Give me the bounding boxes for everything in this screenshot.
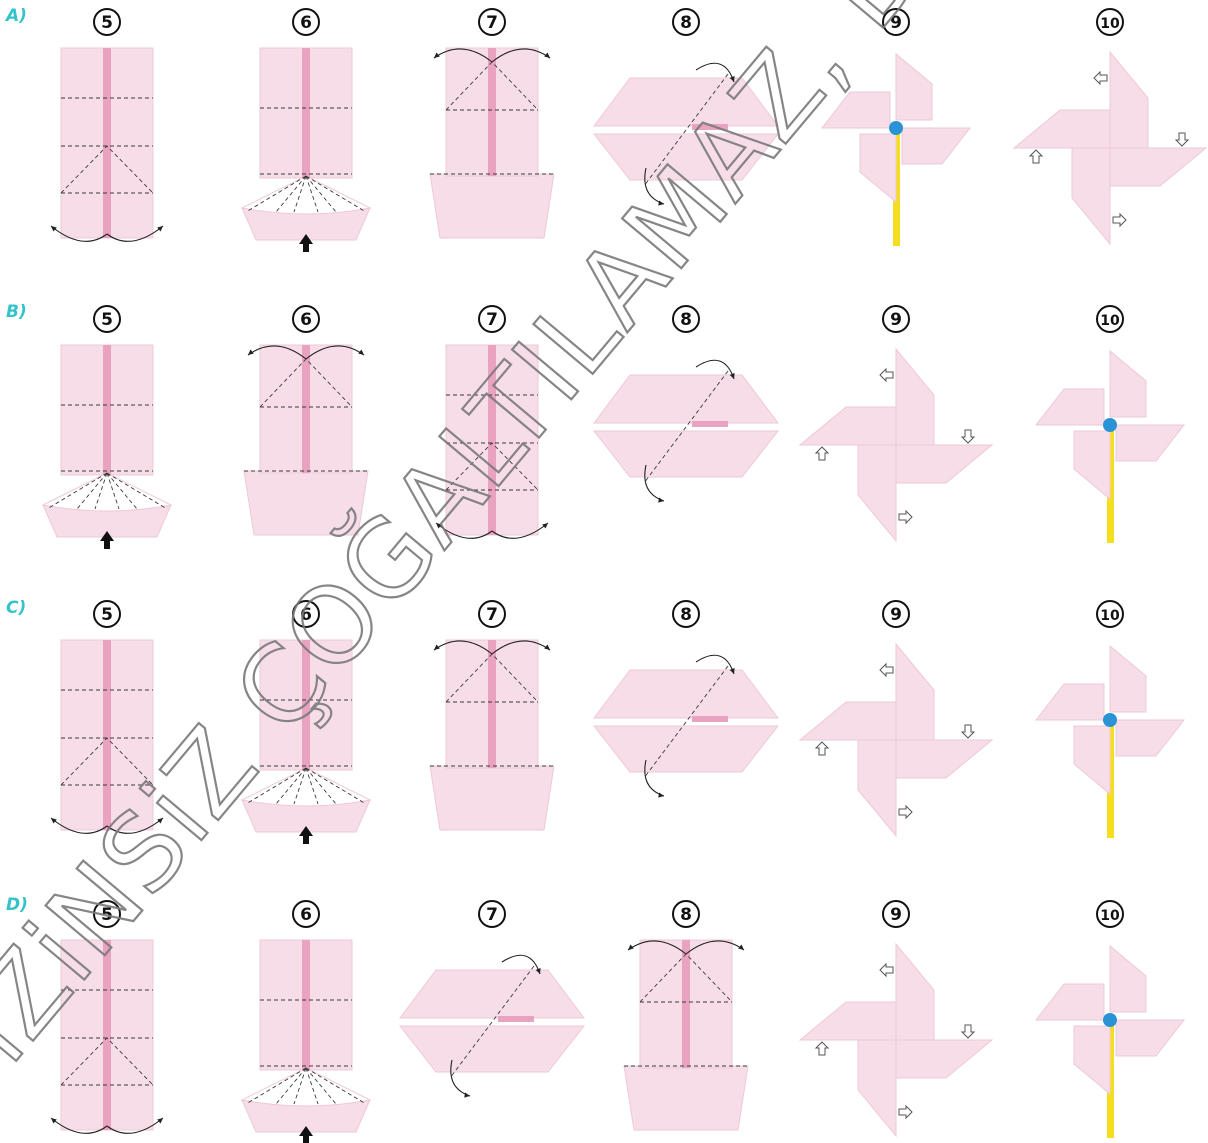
step-number-badge: 7 [479,901,505,927]
option-2-step-3: 8 [594,601,778,798]
step-number-badge: 8 [673,901,699,927]
option-0-step-4: 9 [822,9,970,246]
step-number: 10 [1100,16,1120,32]
option-0-step-3: 8 [594,9,778,206]
option-2-step-2: 7 [430,601,554,830]
step-number-badge: 8 [673,9,699,35]
squash-fold-base-icon [242,940,370,1143]
step-number: 7 [486,605,498,625]
step-number-badge: 5 [94,901,120,927]
step-number: 5 [101,905,113,925]
step-number-badge: 9 [883,901,909,927]
squash-fold-base-icon [242,640,370,844]
pinwheel-with-stick-icon [822,54,970,246]
step-number-badge: 10 [1097,601,1123,627]
option-1-step-2: 7 [436,306,548,538]
step-number: 9 [890,310,902,330]
step-number: 6 [300,605,312,625]
option-1-step-4: 9 [800,306,992,541]
step-number-badge: 5 [94,9,120,35]
step-number-badge: 6 [293,9,319,35]
step-number: 9 [890,605,902,625]
option-2-step-0: 5 [51,601,163,833]
step-number: 8 [680,605,692,625]
option-0-step-0: 5 [51,9,163,241]
step-number-badge: 5 [94,306,120,332]
pinwheel-flat-arrows-icon [800,644,992,836]
step-number: 6 [300,905,312,925]
option-1-step-3: 8 [594,306,778,503]
option-1-step-0: 5 [43,306,171,549]
step-number: 7 [486,905,498,925]
tall-panel-top-folds-icon [244,345,368,535]
step-number: 8 [680,310,692,330]
step-number-badge: 5 [94,601,120,627]
option-2-step-4: 9 [800,601,992,836]
pinwheel-with-stick-icon [1036,646,1184,838]
tall-panel-bottom-folds-icon [51,940,163,1133]
step-number-badge: 6 [293,306,319,332]
option-0-step-2: 7 [430,9,554,238]
step-number: 5 [101,605,113,625]
step-number-badge: 10 [1097,9,1123,35]
tall-panel-top-folds-icon [624,940,748,1130]
step-number: 6 [300,310,312,330]
pinwheel-flat-arrows-icon [800,944,992,1136]
pinwheel-flat-arrows-icon [800,349,992,541]
option-3-step-1: 6 [242,901,370,1143]
pinwheel-flat-arrows-icon [1014,52,1206,244]
tall-panel-top-folds-icon [430,640,554,830]
tall-panel-bottom-folds-icon [51,48,163,241]
option-2-step-5: 10 [1036,601,1184,838]
diamond-diagonal-fold-icon [594,360,778,502]
step-number-badge: 7 [479,9,505,35]
step-number-badge: 6 [293,601,319,627]
step-number: 9 [890,905,902,925]
diamond-diagonal-fold-icon [594,63,778,205]
tall-panel-top-folds-icon [430,48,554,238]
step-number: 10 [1100,908,1120,924]
diamond-diagonal-fold-icon [594,655,778,797]
step-number-badge: 8 [673,306,699,332]
step-number-badge: 10 [1097,306,1123,332]
step-number: 7 [486,310,498,330]
option-3-step-5: 10 [1036,901,1184,1138]
step-number: 8 [680,905,692,925]
step-number-badge: 7 [479,601,505,627]
tall-panel-bottom-folds-icon [51,640,163,833]
step-number-badge: 9 [883,306,909,332]
step-number: 9 [890,13,902,33]
option-0-step-1: 6 [242,9,370,252]
step-number-badge: 8 [673,601,699,627]
step-number-badge: 7 [479,306,505,332]
step-number-badge: 9 [883,9,909,35]
step-number: 10 [1100,608,1120,624]
squash-fold-base-icon [242,48,370,252]
option-0-step-5: 10 [1014,9,1206,244]
step-number: 7 [486,13,498,33]
squash-fold-base-icon [43,345,171,549]
step-number: 8 [680,13,692,33]
step-number-badge: 9 [883,601,909,627]
step-number: 5 [101,310,113,330]
option-1-step-5: 10 [1036,306,1184,543]
tall-panel-bottom-folds-icon [436,345,548,538]
step-number-badge: 6 [293,901,319,927]
option-3-step-2: 7 [400,901,584,1098]
step-number-badge: 10 [1097,901,1123,927]
option-2-step-1: 6 [242,601,370,844]
option-3-step-0: 5 [51,901,163,1133]
pinwheel-with-stick-icon [1036,351,1184,543]
diamond-diagonal-fold-icon [400,955,584,1097]
step-number: 10 [1100,313,1120,329]
step-number: 5 [101,13,113,33]
step-number: 6 [300,13,312,33]
option-1-step-1: 6 [244,306,368,535]
option-3-step-4: 9 [800,901,992,1136]
pinwheel-with-stick-icon [1036,946,1184,1138]
option-3-step-3: 8 [624,901,748,1130]
